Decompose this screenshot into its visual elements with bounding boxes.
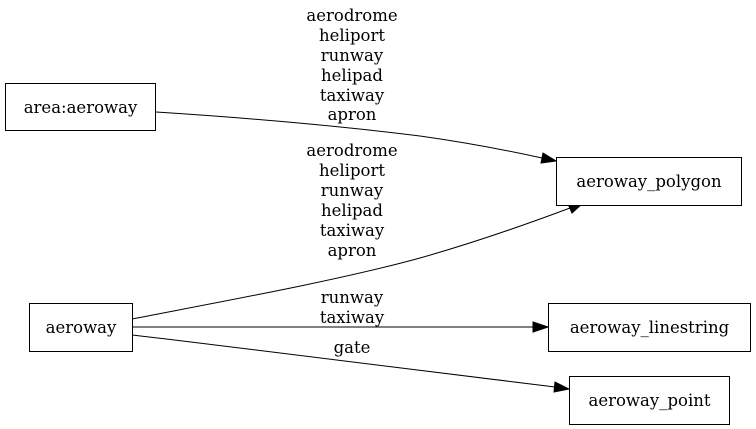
node-area-aeroway: area:aeroway	[5, 83, 156, 131]
edge-aeroway-to-aeroway-linestring: runway taxiway	[132, 288, 550, 333]
edge-label: runway	[321, 181, 384, 200]
edge-label: taxiway	[320, 221, 385, 240]
arrowhead-icon	[540, 152, 558, 164]
node-label: aeroway_point	[589, 391, 711, 410]
edge-label: helipad	[321, 66, 383, 85]
node-label: aeroway	[46, 318, 117, 337]
edge-label: aerodrome	[306, 141, 397, 160]
edge-label: taxiway	[320, 86, 385, 105]
edge-area-aeroway-to-aeroway-polygon: aerodrome heliport runway helipad taxiwa…	[155, 6, 558, 164]
edge-line	[131, 334, 556, 388]
edge-label: apron	[328, 105, 377, 124]
edge-label: apron	[328, 241, 377, 260]
edge-aeroway-to-aeroway-point: gate	[131, 334, 571, 393]
edge-line	[155, 111, 543, 159]
edge-label: gate	[334, 338, 371, 357]
edge-label: runway	[321, 288, 384, 307]
arrowhead-icon	[553, 381, 571, 393]
node-label: aeroway_linestring	[570, 318, 730, 337]
edge-label: aerodrome	[306, 6, 397, 25]
edge-line	[131, 207, 571, 320]
node-aeroway: aeroway	[29, 303, 133, 352]
edge-label: taxiway	[320, 308, 385, 327]
edge-label: heliport	[319, 161, 385, 180]
node-aeroway-linestring: aeroway_linestring	[548, 303, 751, 352]
edge-aeroway-to-aeroway-polygon: aerodrome heliport runway helipad taxiwa…	[131, 141, 585, 320]
node-label: aeroway_polygon	[576, 172, 722, 191]
node-label: area:aeroway	[24, 98, 138, 117]
edge-label: runway	[321, 46, 384, 65]
node-aeroway-polygon: aeroway_polygon	[556, 157, 742, 206]
node-aeroway-point: aeroway_point	[569, 376, 730, 425]
edge-label: helipad	[321, 201, 383, 220]
arrowhead-icon	[532, 321, 550, 333]
edge-label: heliport	[319, 26, 385, 45]
